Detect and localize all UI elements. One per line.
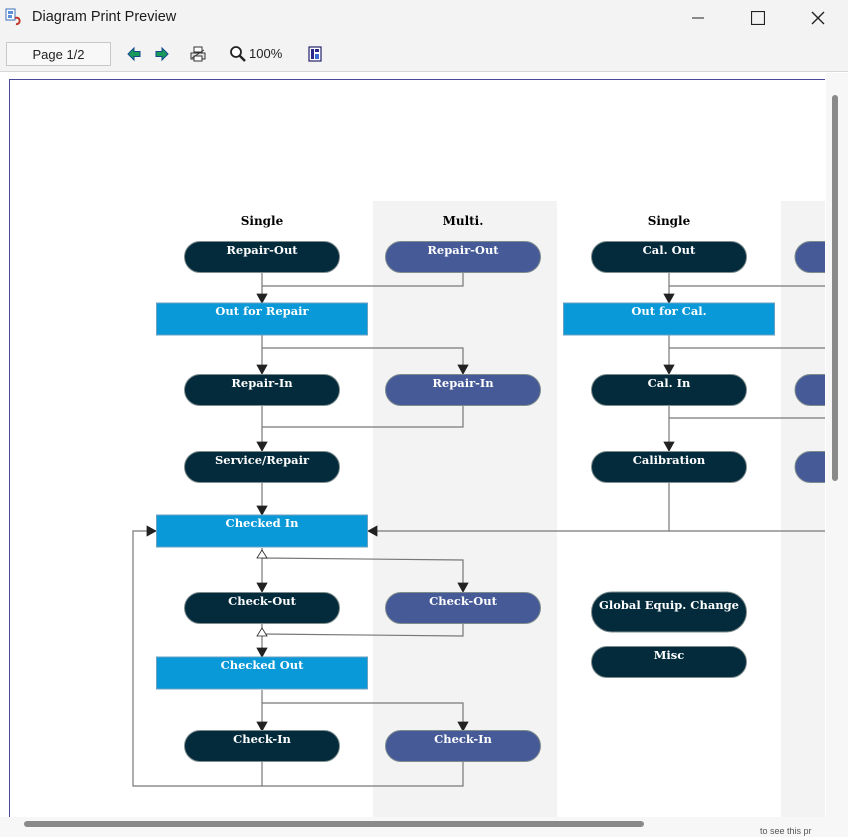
connector-arrow: [256, 549, 268, 559]
connector-arrow: [256, 627, 268, 637]
connector-line: [262, 272, 464, 287]
state-out-for-cal: [563, 302, 775, 336]
minimize-button[interactable]: [668, 0, 728, 36]
connector-line: [261, 624, 464, 637]
state-checked-in-label: Checked In: [226, 516, 300, 530]
state-out-for-repair: [156, 302, 368, 336]
node-check-out-multi-label: Check-Out: [429, 594, 497, 608]
state-checked-in: [156, 514, 368, 548]
state-checked-out-label: Checked Out: [221, 658, 305, 672]
magnifier-icon[interactable]: [229, 45, 247, 63]
lane-background-multi: [373, 201, 557, 819]
node-global-equip-change: [591, 591, 747, 633]
node-check-out-multi: [385, 592, 541, 624]
node-check-out-single-label: Check-Out: [228, 594, 296, 608]
connector-arrow: [457, 582, 469, 593]
status-fragment: to see this pr: [760, 826, 812, 836]
connector-line: [132, 530, 263, 787]
node-check-in-single-label: Check-In: [233, 732, 291, 746]
horizontal-scrollbar[interactable]: [0, 817, 848, 837]
state-checked-out: [156, 656, 368, 690]
close-button[interactable]: [788, 0, 848, 36]
node-cal-in-label: Cal. In: [648, 376, 691, 390]
node-check-in-multi-label: Check-In: [434, 732, 492, 746]
connector-arrow: [146, 525, 157, 537]
node-partial-next-lane: [794, 374, 825, 406]
zoom-level[interactable]: 100%: [249, 46, 283, 61]
node-repair-out-multi-label: Repair-Out: [427, 243, 499, 257]
node-service-repair: [184, 451, 340, 483]
title-bar: Diagram Print Preview: [0, 0, 848, 36]
connector-arrow: [663, 441, 675, 452]
node-service-repair-label: Service/Repair: [215, 453, 310, 467]
lane-header: Single: [241, 214, 284, 228]
connector-line: [261, 557, 464, 592]
node-repair-in-multi: [385, 374, 541, 406]
node-cal-out-label: Cal. Out: [643, 243, 696, 257]
lane-header: Single: [648, 214, 691, 228]
connector-arrow: [256, 721, 268, 732]
maximize-button[interactable]: [728, 0, 788, 36]
toolbar: Page 1/2 100%: [0, 36, 848, 72]
node-repair-out-single: [184, 241, 340, 273]
connector-arrow: [457, 364, 469, 375]
node-calibration-label: Calibration: [633, 453, 706, 467]
node-repair-out-single-label: Repair-Out: [226, 243, 298, 257]
node-cal-in: [591, 374, 747, 406]
lane-background-next: [781, 201, 825, 819]
connector-line: [262, 405, 464, 428]
node-repair-in-single: [184, 374, 340, 406]
connector-arrow: [256, 441, 268, 452]
node-repair-in-single-label: Repair-In: [231, 376, 293, 390]
node-global-equip-change-label: Global Equip. Change: [599, 598, 739, 612]
node-misc: [591, 646, 747, 678]
lane-header: Multi.: [443, 214, 484, 228]
connector-arrow: [256, 505, 268, 516]
node-calibration: [591, 451, 747, 483]
connector-arrow: [256, 293, 268, 304]
horizontal-scrollbar-thumb[interactable]: [24, 821, 644, 827]
minimize-icon: [692, 17, 704, 19]
connector-arrow: [256, 647, 268, 658]
window-title: Diagram Print Preview: [32, 9, 177, 25]
node-partial-next-lane: [794, 451, 825, 483]
maximize-icon: [751, 11, 765, 25]
printer-icon[interactable]: [189, 45, 207, 63]
node-repair-in-multi-label: Repair-In: [432, 376, 494, 390]
node-check-out-single: [184, 592, 340, 624]
connector-arrow: [663, 293, 675, 304]
connector-arrow: [367, 525, 378, 537]
close-icon: [811, 11, 825, 25]
connector-arrow: [663, 364, 675, 375]
node-check-in-multi: [385, 730, 541, 762]
page-indicator: Page 1/2: [6, 42, 111, 66]
diagram-preview-app-icon: [5, 8, 21, 26]
page-setup-icon[interactable]: [306, 45, 324, 63]
arrow-right-icon[interactable]: [153, 45, 171, 63]
node-misc-label: Misc: [654, 648, 685, 662]
node-partial-next-lane: [794, 241, 825, 273]
state-out-for-cal-label: Out for Cal.: [631, 304, 706, 318]
node-repair-out-multi: [385, 241, 541, 273]
connector-arrow: [457, 721, 469, 732]
node-check-in-single: [184, 730, 340, 762]
vertical-scrollbar-thumb[interactable]: [832, 95, 838, 481]
connector-line: [262, 762, 464, 787]
state-out-for-repair-label: Out for Repair: [215, 304, 309, 318]
arrow-left-icon[interactable]: [125, 45, 143, 63]
node-cal-out: [591, 241, 747, 273]
connector-arrow: [256, 364, 268, 375]
connector-arrow: [256, 582, 268, 593]
